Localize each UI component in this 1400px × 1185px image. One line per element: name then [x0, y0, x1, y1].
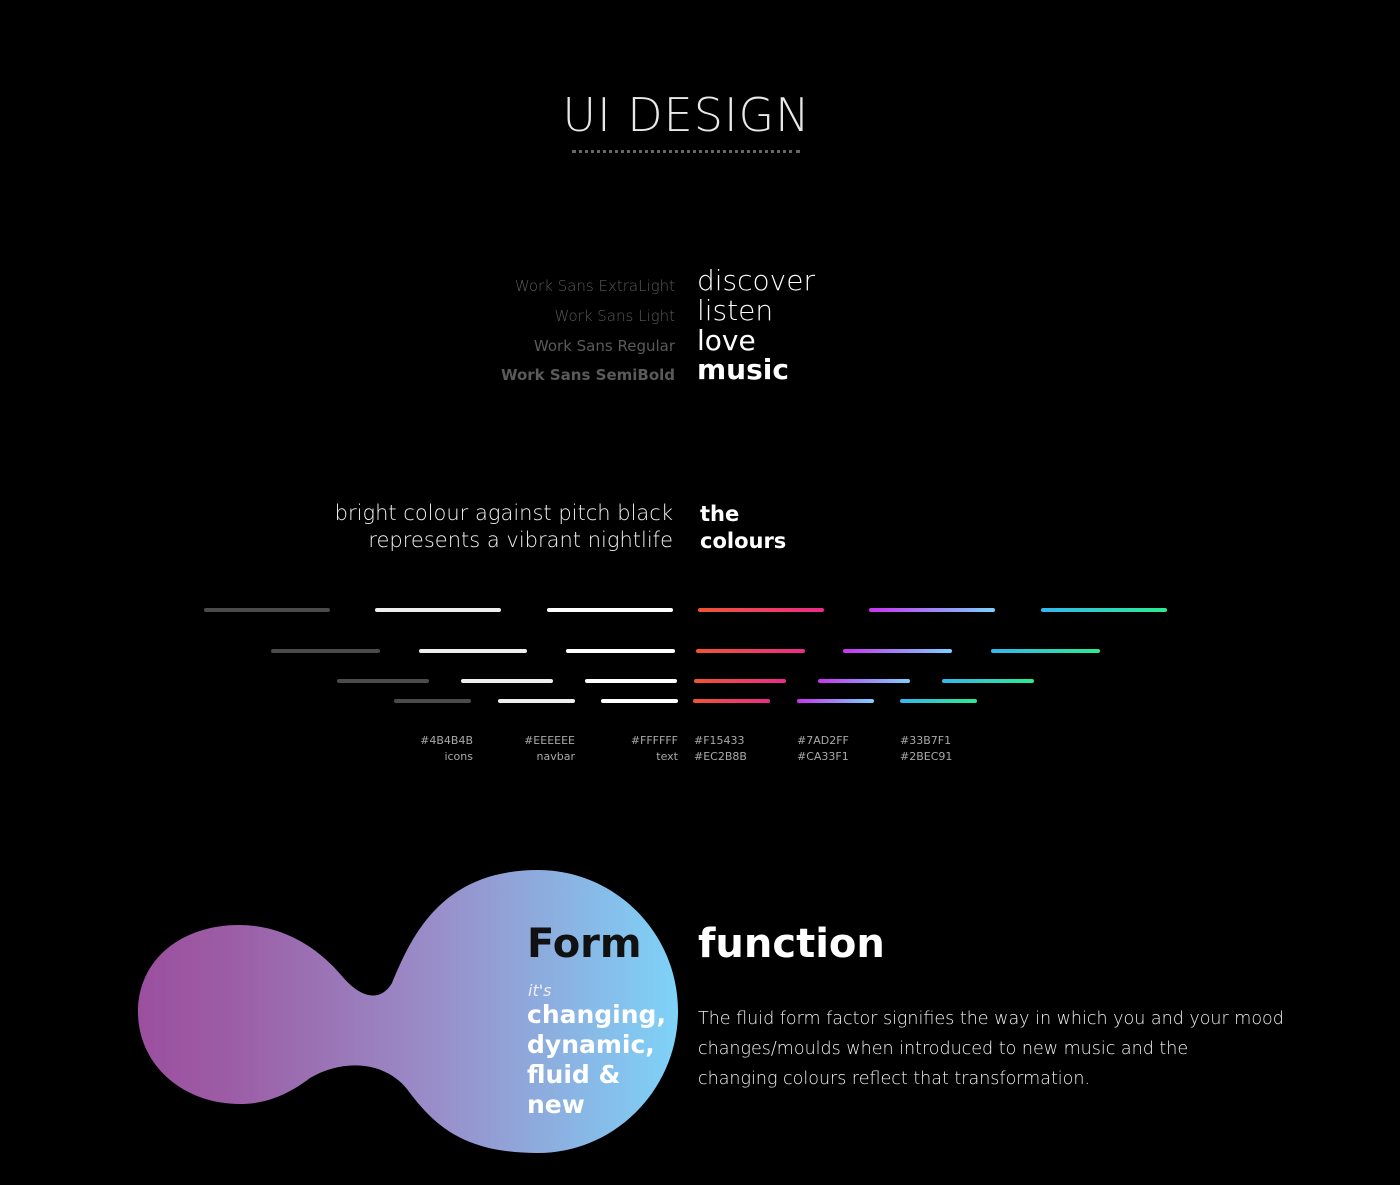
form-word-dynamic: dynamic, [527, 1030, 655, 1059]
swatch-bar-navbar [498, 699, 575, 703]
font-name-light: Work Sans Light [554, 307, 675, 325]
form-its-label: it's [528, 981, 552, 1000]
page-title: UI DESIGN [562, 88, 811, 142]
swatch-bar-navbar [419, 649, 527, 653]
swatch-label: #2BEC91 [900, 750, 953, 763]
colour-heading-line-2: colours [700, 529, 787, 553]
swatch-hex: #F15433 [694, 734, 745, 747]
swatch-label: #CA33F1 [797, 750, 849, 763]
swatch-bar-purple-blue [869, 608, 995, 612]
swatch-bar-text [601, 699, 678, 703]
font-sample-discover: discover [697, 264, 815, 297]
colour-description-line-1: bright colour against pitch black [334, 501, 673, 525]
swatch-bar-orange-pink [694, 679, 786, 683]
swatch-bar-navbar [461, 679, 553, 683]
swatch-hex: #EEEEEE [524, 734, 575, 747]
form-word-changing: changing, [527, 1000, 666, 1029]
swatch-label: navbar [536, 750, 575, 763]
swatch-bar-purple-blue [797, 699, 874, 703]
swatch-bar-orange-pink [696, 649, 805, 653]
swatch-bar-blue-green [900, 699, 977, 703]
swatch-legend-orange-pink: #F15433 #EC2B8B [694, 733, 747, 765]
swatch-label: icons [444, 750, 473, 763]
swatch-bar-icons [394, 699, 471, 703]
swatch-bar-orange-pink [693, 699, 770, 703]
font-sample-love: love [697, 324, 756, 357]
swatch-legend-purple-blue: #7AD2FF #CA33F1 [797, 733, 849, 765]
swatch-label: #EC2B8B [694, 750, 747, 763]
swatch-legend-blue-green: #33B7F1 #2BEC91 [900, 733, 952, 765]
font-sample-listen: listen [697, 294, 774, 327]
form-title: Form [527, 921, 642, 967]
swatch-label: text [656, 750, 678, 763]
swatch-bar-text [547, 608, 673, 612]
swatch-bar-purple-blue [818, 679, 910, 683]
font-name-semibold: Work Sans SemiBold [500, 366, 675, 384]
swatch-bar-icons [204, 608, 330, 612]
swatch-hex: #7AD2FF [797, 734, 849, 747]
swatch-bar-navbar [375, 608, 501, 612]
font-name-regular: Work Sans Regular [533, 337, 675, 355]
swatch-bar-blue-green [1041, 608, 1167, 612]
swatch-bar-text [566, 649, 675, 653]
swatch-bar-blue-green [942, 679, 1034, 683]
form-word-new: new [527, 1090, 585, 1119]
form-word-fluid: fluid & [527, 1060, 621, 1089]
font-name-extralight: Work Sans ExtraLight [514, 277, 675, 295]
function-description: The fluid form factor signifies the way … [698, 1004, 1288, 1094]
swatch-bar-purple-blue [843, 649, 952, 653]
font-sample-music: music [697, 353, 789, 386]
title-dotted-divider [572, 150, 800, 153]
swatch-bar-blue-green [991, 649, 1100, 653]
colour-swatch-bars [204, 608, 1167, 703]
swatch-hex: #4B4B4B [420, 734, 473, 747]
colour-description-line-2: represents a vibrant nightlife [368, 528, 673, 552]
function-description-line-1: The fluid form factor signifies the way … [698, 1009, 1284, 1029]
colour-heading: the colours [700, 501, 786, 555]
swatch-bar-text [585, 679, 677, 683]
colour-heading-line-1: the [700, 502, 740, 526]
function-description-line-3: changing colours reflect that transforma… [698, 1069, 1091, 1089]
fluid-blob-shape [138, 870, 678, 1153]
swatch-bar-icons [337, 679, 429, 683]
function-description-line-2: changes/moulds when introduced to new mu… [698, 1039, 1189, 1059]
swatch-bar-icons [271, 649, 380, 653]
swatch-hex: #FFFFFF [630, 734, 678, 747]
swatch-legend-navbar: #EEEEEE navbar [524, 733, 575, 765]
swatch-legend-icons: #4B4B4B icons [420, 733, 473, 765]
swatch-bar-orange-pink [698, 608, 824, 612]
swatch-hex: #33B7F1 [900, 734, 952, 747]
function-title: function [698, 921, 885, 967]
swatch-legend-text: #FFFFFF text [631, 733, 678, 765]
colour-description: bright colour against pitch black repres… [335, 500, 673, 554]
